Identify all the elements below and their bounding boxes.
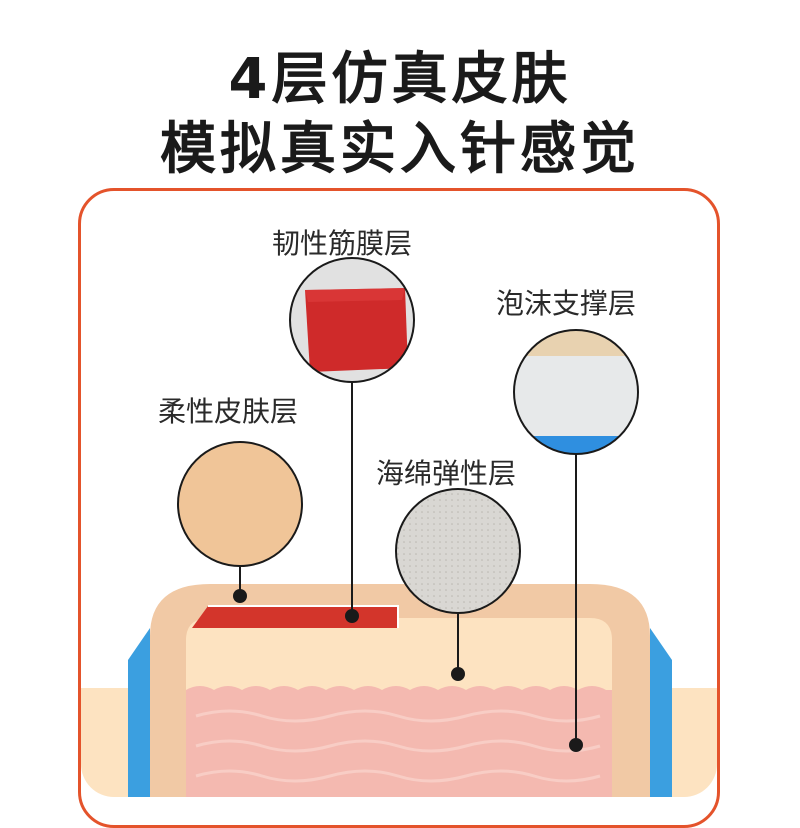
headline-line-2: 模拟真实入针感觉	[160, 117, 640, 182]
skin-layer-illustration	[81, 257, 717, 797]
label-sponge-layer: 海绵弹性层	[376, 457, 517, 490]
label-foam-layer: 泡沫支撑层	[496, 287, 637, 320]
skin-sample-circle	[177, 441, 303, 567]
label-skin-layer: 柔性皮肤层	[158, 395, 299, 428]
foam-left	[128, 628, 150, 797]
sponge-sample-circle	[395, 488, 521, 614]
headline-line-1: 4层仿真皮肤	[228, 47, 572, 112]
marker-fascia	[345, 609, 359, 623]
label-fascia-layer: 韧性筋膜层	[272, 227, 413, 260]
fascia-strip	[192, 606, 398, 628]
foam-sample-circle	[513, 329, 639, 455]
marker-foam	[569, 738, 583, 752]
marker-sponge	[451, 667, 465, 681]
marker-skin	[233, 589, 247, 603]
cross-section	[81, 584, 717, 797]
foam-right	[650, 628, 672, 797]
fascia-sample-circle	[289, 257, 415, 383]
